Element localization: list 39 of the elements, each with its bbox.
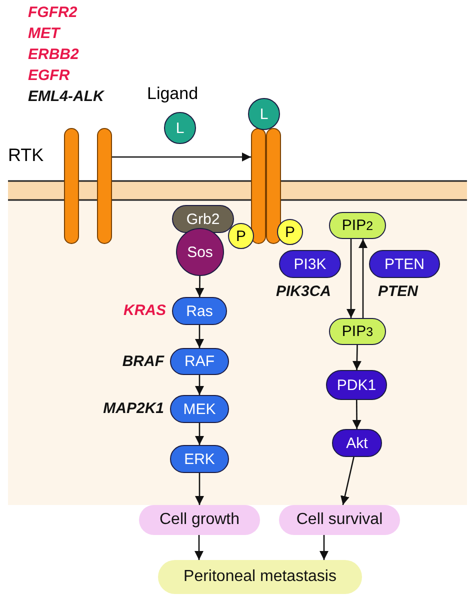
outcome-pill: Peritoneal metastasis [158,560,362,594]
arrow [320,535,328,560]
ligand-circle: L [248,98,280,130]
protein-pill: PTEN [369,250,440,278]
gene-label: EGFR [28,67,70,84]
arrow [112,152,251,162]
protein-pill: RAF [170,348,229,375]
receptor-drawing [8,128,112,244]
gene-label: FGFR2 [28,4,78,21]
outcome-pill: Cell growth [139,505,260,535]
arrow [195,423,204,445]
ligand-label: Ligand [147,84,198,104]
protein-pill: MEK [170,395,229,423]
outcome-pill: Cell survival [279,505,400,535]
gene-label: BRAF [121,353,164,370]
gene-label: MAP2K1 [102,400,164,417]
gene-label: MET [28,25,60,42]
gene-label: EML4-ALK [28,88,104,105]
protein-pill: PDK1 [326,370,387,400]
gene-label: ERBB2 [28,46,79,63]
gene-label: KRAS [122,302,166,319]
arrow [195,325,204,348]
arrow [194,535,204,560]
receptor-drawing [251,128,281,244]
arrow [352,344,362,370]
gene-label: PIK3CA [276,283,332,300]
arrow [352,400,362,429]
protein-pill: Ras [172,297,227,325]
arrow [195,473,204,505]
arrow [358,239,368,318]
protein-pill: PI3K [279,250,341,278]
ligand-circle: L [164,112,196,144]
arrow [195,375,204,395]
arrow [346,239,356,318]
receptor-label: RTK [8,145,44,166]
gene-label: PTEN [378,283,418,300]
arrow [195,276,204,297]
protein-pill: ERK [170,445,229,473]
arrow [340,456,354,506]
